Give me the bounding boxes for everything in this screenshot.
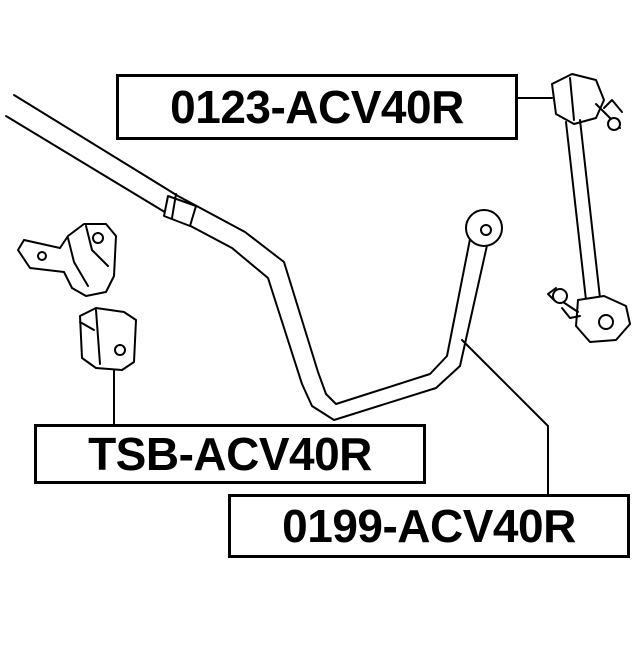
part-number-stabilizer-bar: 0199-ACV40R (228, 494, 630, 558)
stabilizer-bar (5, 94, 503, 421)
stabilizer-link (547, 73, 631, 343)
bushing-bracket (17, 223, 117, 297)
bushing (79, 307, 137, 371)
leader-stabilizer-bar (461, 339, 549, 495)
part-number-bushing: TSB-ACV40R (34, 424, 426, 484)
part-number-stabilizer-link: 0123-ACV40R (116, 74, 518, 140)
